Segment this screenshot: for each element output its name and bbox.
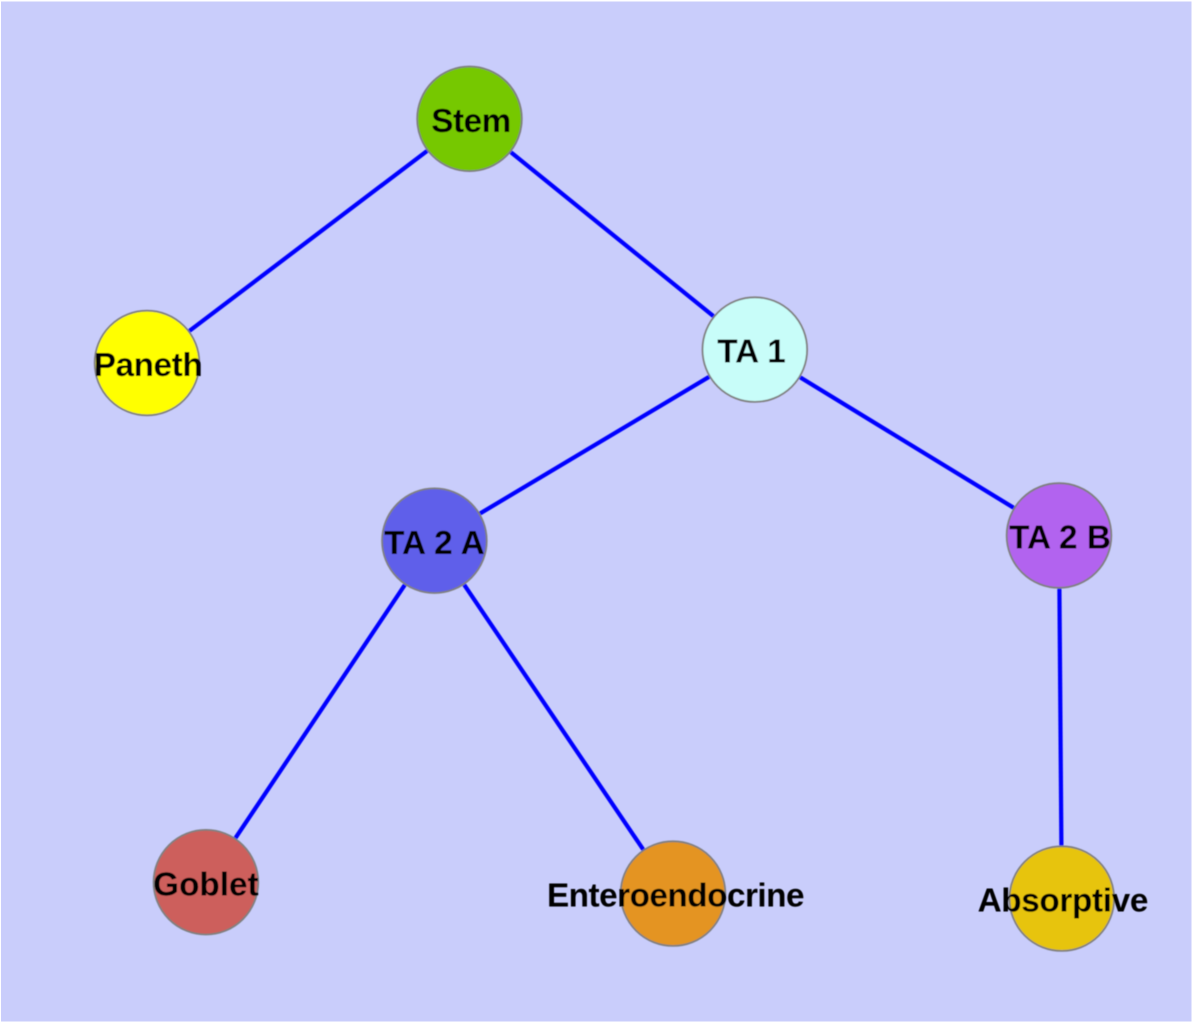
svg-text:TA 2 B: TA 2 B bbox=[1009, 520, 1111, 557]
svg-text:Goblet: Goblet bbox=[153, 866, 258, 903]
svg-text:Absorptive: Absorptive bbox=[978, 883, 1148, 920]
svg-text:TA 2 A: TA 2 A bbox=[384, 525, 485, 562]
svg-text:Stem: Stem bbox=[431, 103, 510, 140]
svg-text:TA 1: TA 1 bbox=[717, 334, 785, 371]
svg-text:Paneth: Paneth bbox=[94, 347, 203, 384]
svg-text:Enteroendocrine: Enteroendocrine bbox=[547, 878, 804, 915]
